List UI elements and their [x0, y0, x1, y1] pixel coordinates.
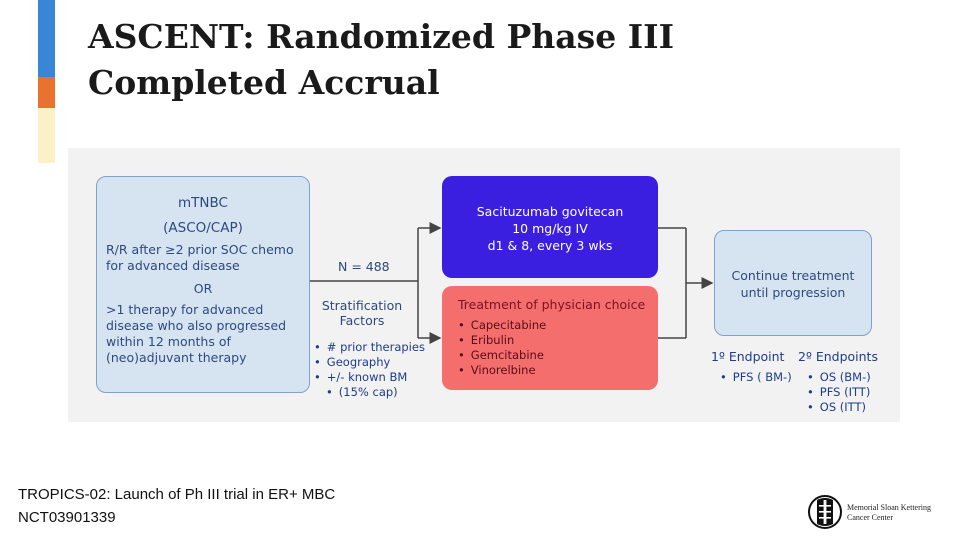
accent-bar-orange — [38, 77, 55, 108]
stratification-list: # prior therapies Geography +/- known BM… — [314, 340, 425, 400]
list-item: PFS (ITT) — [807, 385, 871, 400]
slide-title: ASCENT: Randomized Phase III Completed A… — [88, 14, 808, 106]
arm-b-physician-choice-box: Treatment of physician choice Capecitabi… — [442, 286, 658, 390]
footer-trial-note: TROPICS-02: Launch of Ph III trial in ER… — [18, 486, 336, 503]
secondary-endpoints-heading: 2º Endpoints — [798, 349, 878, 364]
outcome-line-1: Continue treatment — [731, 268, 855, 283]
eligibility-heading-1: mTNBC — [178, 195, 228, 211]
list-item: Eribulin — [458, 333, 658, 348]
list-item-continuation: (15% cap) — [314, 385, 425, 400]
logo-text-line-2: Cancer Center — [847, 513, 893, 522]
title-line-1: ASCENT: Randomized Phase III — [88, 17, 675, 56]
criterion-1-line-2: for advanced disease — [106, 258, 240, 273]
list-item: +/- known BM — [314, 370, 425, 385]
list-item: Gemcitabine — [458, 348, 658, 363]
eligibility-heading-2: (ASCO/CAP) — [163, 220, 243, 236]
stratification-heading-1: Stratification — [321, 298, 403, 313]
arm-a-line-3: d1 & 8, every 3 wks — [487, 238, 613, 253]
logo-text-line-1: Memorial Sloan Kettering — [847, 503, 931, 512]
accent-bar-cream — [38, 108, 55, 163]
criterion-2-line-4: (neo)adjuvant therapy — [106, 350, 247, 365]
criterion-2-line-3: within 12 months of — [106, 334, 231, 349]
list-item: OS (ITT) — [807, 400, 871, 415]
arm-b-therapy-list: Capecitabine Eribulin Gemcitabine Vinore… — [458, 318, 658, 378]
bm-cap-note: (15% cap) — [338, 385, 398, 399]
eligibility-box: mTNBC (ASCO/CAP) R/R after ≥2 prior SOC … — [96, 176, 310, 393]
list-item: Capecitabine — [458, 318, 658, 333]
arm-a-line-1: Sacituzumab govitecan — [476, 204, 624, 219]
stratification-heading-2: Factors — [339, 313, 385, 328]
criteria-or: OR — [193, 281, 213, 296]
criterion-2-line-1: >1 therapy for advanced — [106, 302, 264, 317]
stratification-factors: Stratification Factors — [312, 298, 412, 328]
primary-endpoint-list: PFS ( BM-) — [720, 370, 792, 385]
accent-bar-blue — [38, 0, 55, 77]
footer-nct-id: NCT03901339 — [18, 509, 116, 526]
sample-size-label: N = 488 — [338, 259, 390, 274]
arm-a-line-2: 10 mg/kg IV — [512, 221, 588, 236]
title-line-2: Completed Accrual — [88, 63, 440, 102]
arm-a-sacituzumab-box: Sacituzumab govitecan 10 mg/kg IV d1 & 8… — [442, 176, 658, 278]
msk-logo-emblem-icon — [808, 495, 842, 529]
list-item: # prior therapies — [314, 340, 425, 355]
list-item: PFS ( BM-) — [720, 370, 792, 385]
list-item: OS (BM-) — [807, 370, 871, 385]
criterion-1-line-1: R/R after ≥2 prior SOC chemo — [106, 242, 294, 257]
msk-logo: Memorial Sloan Kettering Cancer Center — [808, 494, 948, 532]
list-item: Vinorelbine — [458, 363, 658, 378]
continue-treatment-box: Continue treatment until progression — [714, 230, 872, 336]
list-item: Geography — [314, 355, 425, 370]
arm-b-heading: Treatment of physician choice — [458, 297, 646, 312]
outcome-line-2: until progression — [740, 285, 846, 300]
secondary-endpoints-list: OS (BM-) PFS (ITT) OS (ITT) — [807, 370, 871, 415]
primary-endpoint-heading: 1º Endpoint — [711, 349, 785, 364]
criterion-2-line-2: disease who also progressed — [106, 318, 287, 333]
